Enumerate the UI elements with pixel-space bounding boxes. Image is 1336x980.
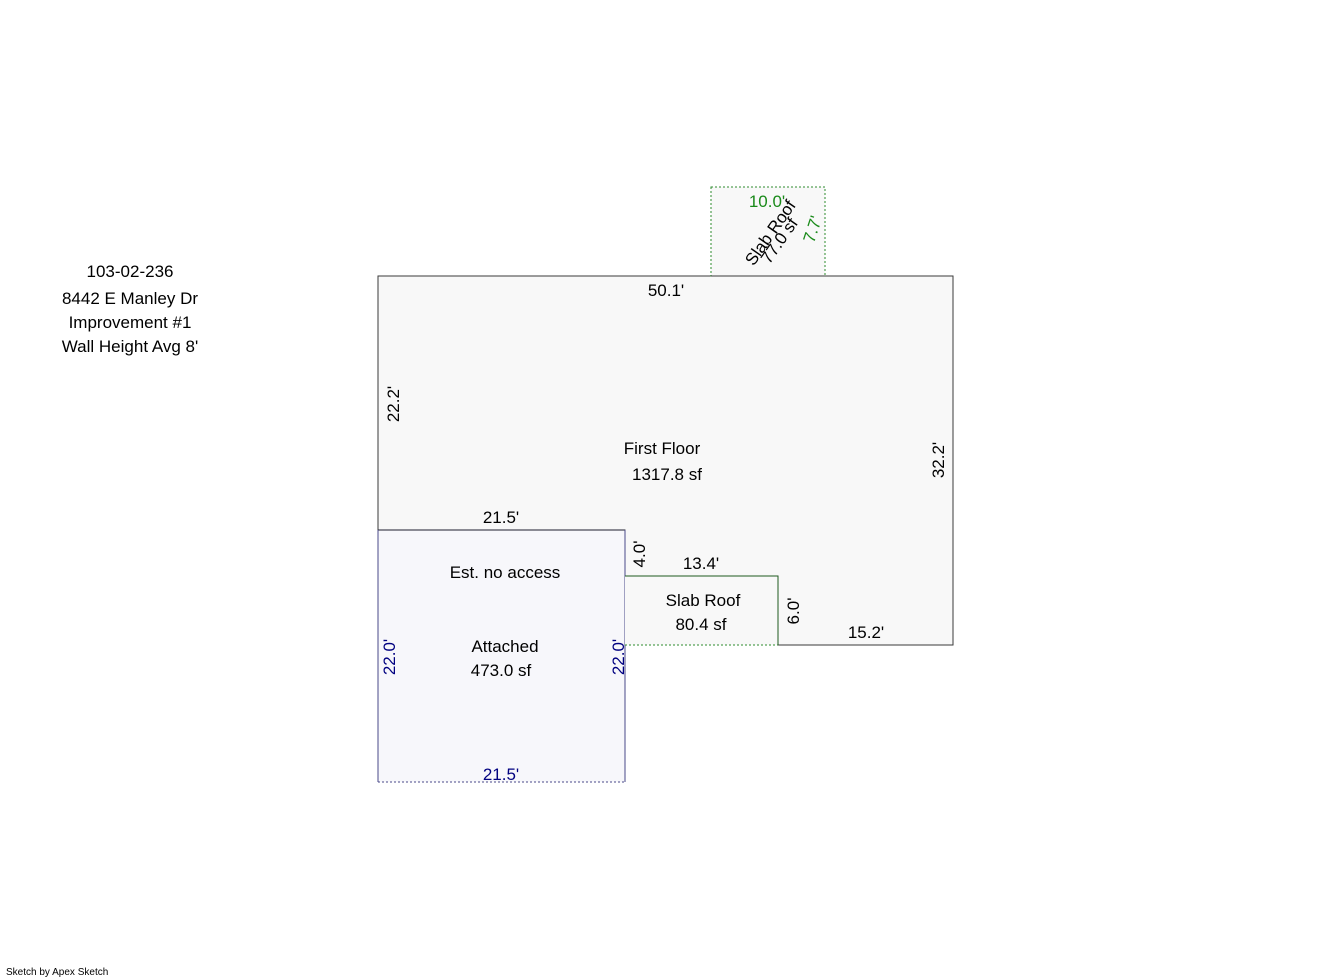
first-floor-notch-dim: 6.0'	[784, 598, 803, 625]
garage-outline	[378, 530, 625, 782]
wall-height-label: Wall Height Avg 8'	[61, 337, 199, 356]
first-floor-step-vertical-dim: 4.0'	[630, 541, 649, 568]
garage-note: Est. no access	[450, 563, 561, 582]
property-address: 8442 E Manley Dr	[61, 289, 199, 308]
sketch-credit: Sketch by Apex Sketch	[6, 967, 109, 978]
garage-bottom-dim: 21.5'	[483, 765, 519, 784]
first-floor-left-dim: 22.2'	[384, 386, 403, 422]
garage-name: Attached	[471, 637, 538, 656]
first-floor-top-dim: 50.1'	[648, 281, 684, 300]
garage-right-dim: 22.0'	[609, 639, 628, 675]
first-floor-right-dim: 32.2'	[929, 442, 948, 478]
slab-roof-rear-top-dim: 13.4'	[683, 554, 719, 573]
slab-roof-rear-name: Slab Roof	[666, 591, 741, 610]
slab-roof-rear-outline	[625, 576, 778, 645]
parcel-id: 103-02-236	[86, 262, 174, 281]
first-floor-bottom-right-dim: 15.2'	[848, 623, 884, 642]
first-floor-area: 1317.8 sf	[632, 465, 702, 484]
garage-area: 473.0 sf	[471, 661, 532, 680]
first-floor-step-dim: 21.5'	[483, 508, 519, 527]
improvement-label: Improvement #1	[68, 313, 192, 332]
garage-left-dim: 22.0'	[380, 639, 399, 675]
slab-roof-top-outline	[710, 186, 826, 277]
slab-roof-top-width-dim: 10.0'	[749, 192, 785, 211]
slab-roof-rear-area: 80.4 sf	[675, 615, 726, 634]
first-floor-name: First Floor	[624, 439, 701, 458]
